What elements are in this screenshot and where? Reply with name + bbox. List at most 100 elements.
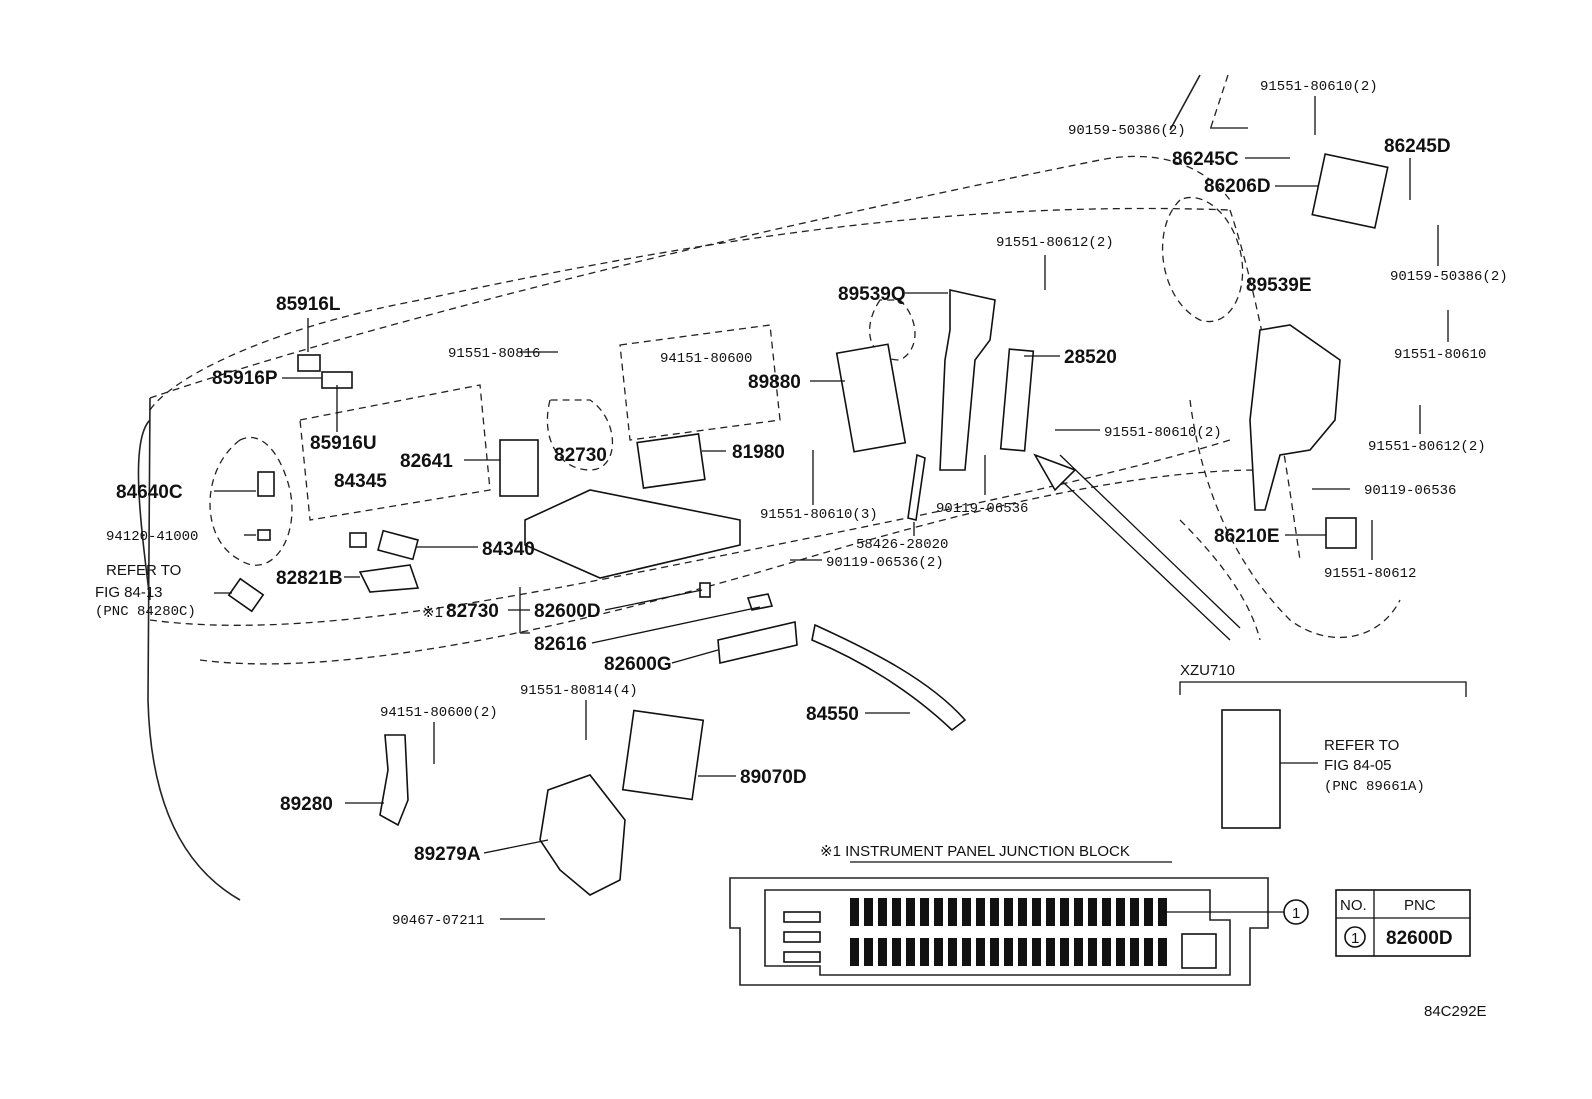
part-89880	[835, 343, 907, 453]
fuse-slot	[1102, 898, 1111, 926]
part-94120	[257, 529, 271, 541]
refer-to-1-line1: REFER TO	[106, 562, 181, 579]
label-90119-06536-2: 90119-06536(2)	[826, 555, 944, 571]
label-85916L: 85916L	[276, 294, 341, 315]
junction-block-detail: ※1 INSTRUMENT PANEL JUNCTION BLOCK 1	[729, 843, 1309, 986]
label-82616: 82616	[534, 634, 587, 655]
fuse-slot	[1158, 938, 1167, 966]
label-86210E: 86210E	[1214, 526, 1280, 547]
part-89539Q	[939, 289, 996, 471]
part-85916L	[297, 354, 321, 372]
label-82641: 82641	[400, 451, 453, 472]
label-90119-06536-right: 90119-06536	[1364, 483, 1456, 499]
fuse-slot	[1032, 898, 1041, 926]
fuse-slot	[878, 898, 887, 926]
fuse-slot	[1088, 938, 1097, 966]
refer-to-1-line2: FIG 84-13	[95, 584, 163, 601]
label-89539E: 89539E	[1246, 275, 1312, 296]
fuse-slot	[948, 898, 957, 926]
callout-number: 1	[1292, 905, 1300, 922]
part-28520	[999, 348, 1035, 452]
fuse-slot	[990, 898, 999, 926]
refer-to-2-line1: REFER TO	[1324, 737, 1399, 754]
part-labels: 85916L 85916P 85916U 84640C 94120-41000 …	[95, 79, 1508, 929]
arrow-head	[1033, 453, 1077, 492]
fuse-slot	[1102, 938, 1111, 966]
part-82600G	[717, 621, 798, 664]
fuse-slot	[962, 938, 971, 966]
junction-block-title: ※1 INSTRUMENT PANEL JUNCTION BLOCK	[820, 843, 1130, 860]
leader-lines	[214, 96, 1467, 920]
part-86206D	[1311, 153, 1389, 229]
fuse-slot	[906, 898, 915, 926]
part-89280	[379, 734, 409, 827]
fuse-slot	[906, 938, 915, 966]
fuse-slot	[1074, 938, 1083, 966]
fuse-slot	[1032, 938, 1041, 966]
fuse-slot	[1046, 938, 1055, 966]
parts	[227, 153, 1389, 896]
fuse-slot	[850, 938, 859, 966]
label-82730: 82730	[554, 445, 607, 466]
label-86206D: 86206D	[1204, 176, 1271, 197]
fuse-slot	[1060, 898, 1069, 926]
label-91551-80610-right: 91551-80610	[1394, 347, 1486, 363]
part-89539E	[1249, 324, 1341, 511]
label-90159-50386-2-top: 90159-50386(2)	[1068, 123, 1186, 139]
label-xzu710: XZU710	[1180, 662, 1235, 679]
label-82821B: 82821B	[276, 568, 343, 589]
label-84340: 84340	[482, 539, 535, 560]
fuse-slot	[1004, 898, 1013, 926]
fuse-slot	[1074, 898, 1083, 926]
label-85916U: 85916U	[310, 433, 377, 454]
table-row-no: 1	[1351, 930, 1359, 947]
fuse-slot	[892, 938, 901, 966]
junction-mark: ※1	[422, 604, 443, 621]
arrow-marker	[1044, 454, 1241, 641]
figure-code: 84C292E	[1424, 1003, 1487, 1020]
fuse-slot	[990, 938, 999, 966]
refer-to-2-line2: FIG 84-05	[1324, 757, 1392, 774]
label-86245D: 86245D	[1384, 136, 1451, 157]
label-91551-80612-2-top: 91551-80612(2)	[996, 235, 1114, 251]
part-84550	[811, 623, 967, 732]
part-82821B	[358, 564, 420, 593]
part-89070D	[621, 709, 705, 801]
instrument-panel-outline	[137, 74, 1401, 901]
label-91551-80610-2-mid: 91551-80610(2)	[1104, 425, 1222, 441]
fuse-slots-bottom	[850, 938, 1167, 966]
fuse-slot	[1144, 898, 1153, 926]
fuse-slot	[976, 938, 985, 966]
part-84640C	[257, 471, 275, 497]
label-86245C: 86245C	[1172, 149, 1239, 170]
callout-circle	[1283, 899, 1309, 925]
fuse-slot	[934, 898, 943, 926]
fuse-slot	[864, 898, 873, 926]
fuse-slot	[976, 898, 985, 926]
label-89070D: 89070D	[740, 767, 807, 788]
fuse-slot	[1144, 938, 1153, 966]
label-94151-80600: 94151-80600	[660, 351, 752, 367]
part-82641	[499, 439, 539, 497]
label-94120-41000: 94120-41000	[106, 529, 198, 545]
label-90119-06536: 90119-06536	[936, 501, 1028, 517]
label-85916P: 85916P	[212, 368, 278, 389]
label-82600D: 82600D	[534, 601, 601, 622]
label-91551-80612-right: 91551-80612	[1324, 566, 1416, 582]
label-82600G: 82600G	[604, 654, 672, 675]
refer-to-1-line3: (PNC 84280C)	[95, 604, 196, 620]
label-91551-80814-4: 91551-80814(4)	[520, 683, 638, 699]
label-89880: 89880	[748, 372, 801, 393]
fuse-slot	[864, 938, 873, 966]
fuse-slot	[962, 898, 971, 926]
fuse-slot	[1060, 938, 1069, 966]
label-84640C: 84640C	[116, 482, 183, 503]
label-89280: 89280	[280, 794, 333, 815]
fuse-slot	[850, 898, 859, 926]
fuse-slot	[1018, 898, 1027, 926]
fuse-slot	[1004, 938, 1013, 966]
label-91551-80816: 91551-80816	[448, 346, 540, 362]
fuse-slot	[892, 898, 901, 926]
table-row-pnc: 82600D	[1386, 928, 1453, 949]
